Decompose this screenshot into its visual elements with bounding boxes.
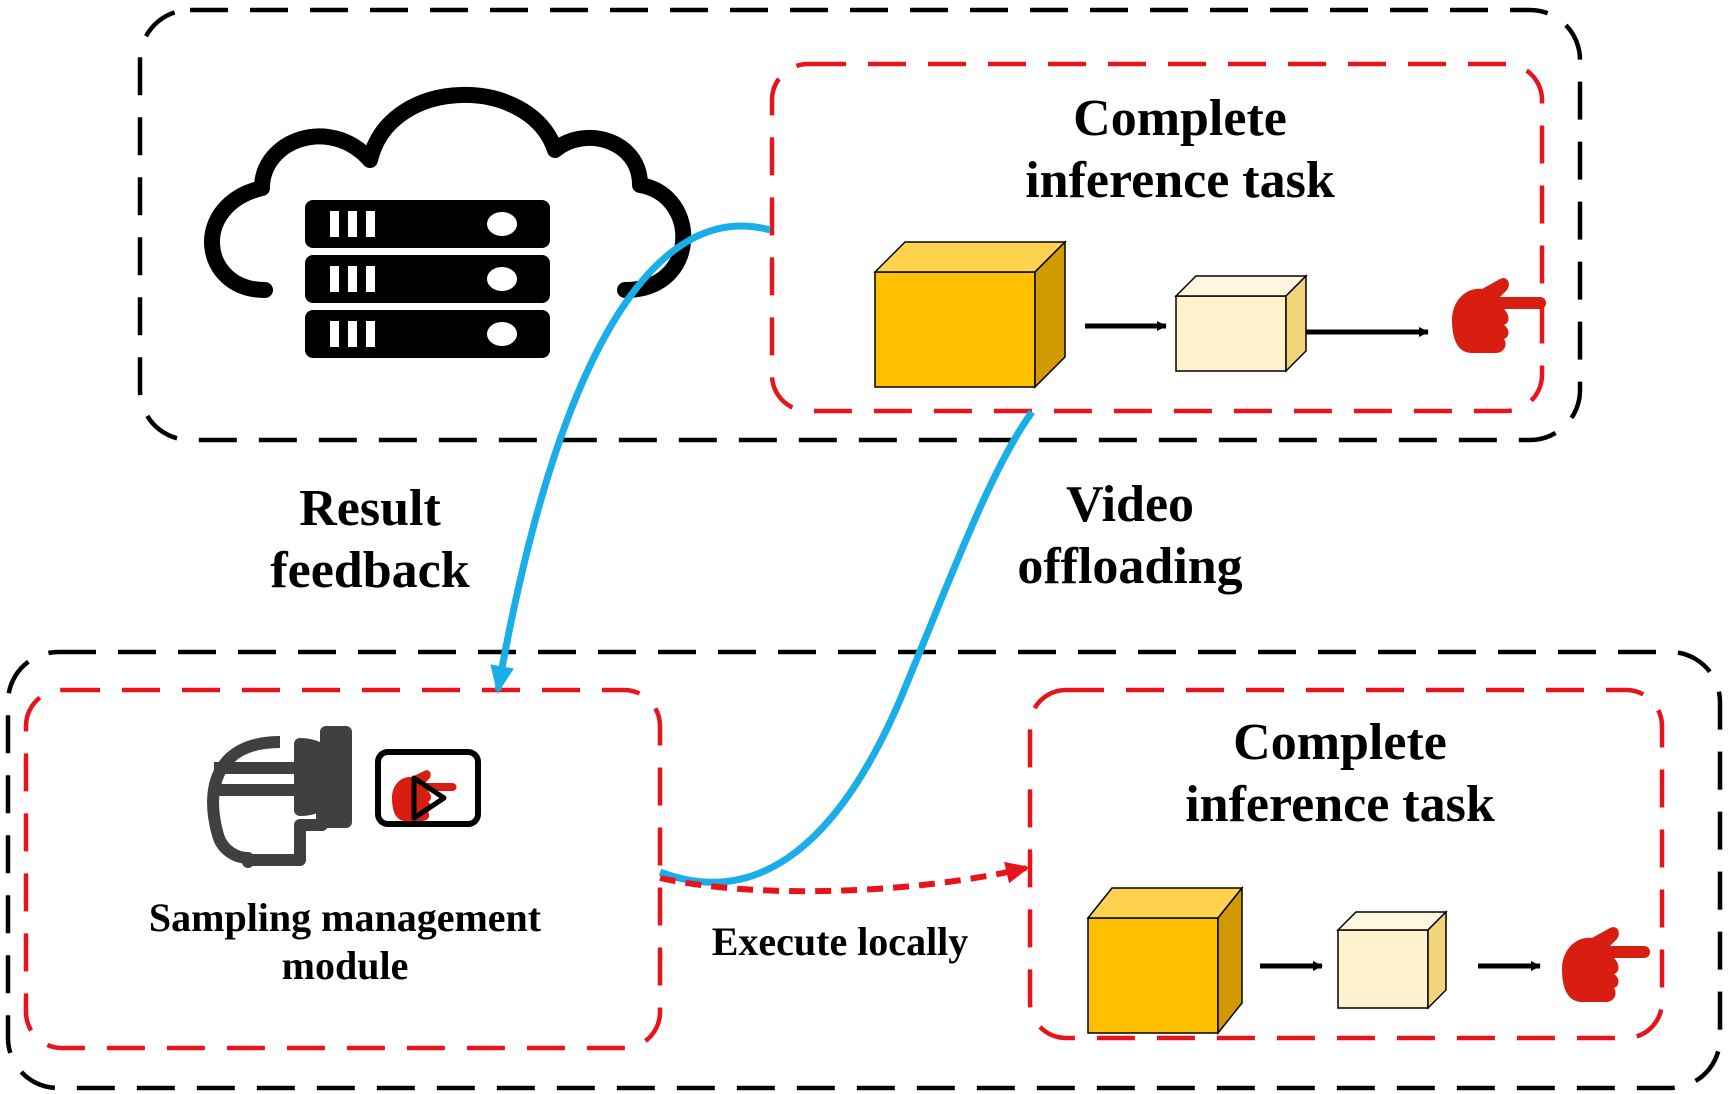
execute-locally-label: Execute locally <box>711 919 969 964</box>
local-task-title: Complete inference task <box>1120 712 1560 837</box>
video-play-icon <box>375 749 481 827</box>
sampling-module-label: Sampling management module <box>70 894 620 990</box>
small-cube-local <box>1336 910 1448 1010</box>
sampling-module-line2: module <box>281 943 409 988</box>
cloud-outer-panel <box>137 7 1583 443</box>
pointing-hand-icon <box>1562 927 1650 1002</box>
execute-locally-arrow <box>659 861 1030 895</box>
result-feedback-label: Result feedback <box>230 478 510 603</box>
cloud-task-title: Complete inference task <box>960 88 1400 213</box>
result-feedback-line2: feedback <box>270 542 470 600</box>
pointing-hand-icon <box>1452 278 1546 353</box>
video-offloading-line2: offloading <box>1017 538 1243 596</box>
large-cube-local <box>1086 885 1244 1036</box>
video-offloading-line1: Video <box>1065 476 1195 533</box>
large-cube-cloud <box>873 240 1067 389</box>
cloud-server-icon <box>204 87 692 358</box>
sampling-module-line1: Sampling management <box>148 895 542 940</box>
local-task-title-line1: Complete <box>1233 714 1447 771</box>
result-feedback-line1: Result <box>299 480 441 537</box>
video-offloading-label: Video offloading <box>990 474 1270 599</box>
vr-headset-icon <box>207 726 352 868</box>
cloud-task-title-line2: inference task <box>1025 152 1335 210</box>
local-task-title-line2: inference task <box>1185 776 1495 834</box>
small-cube-cloud <box>1174 274 1308 373</box>
result-feedback-arrow <box>490 222 771 694</box>
video-offloading-arrow <box>658 409 1035 886</box>
cloud-task-title-line1: Complete <box>1073 90 1287 147</box>
edge-outer-panel <box>5 649 1723 1091</box>
local-inference-panel <box>1027 687 1665 1041</box>
